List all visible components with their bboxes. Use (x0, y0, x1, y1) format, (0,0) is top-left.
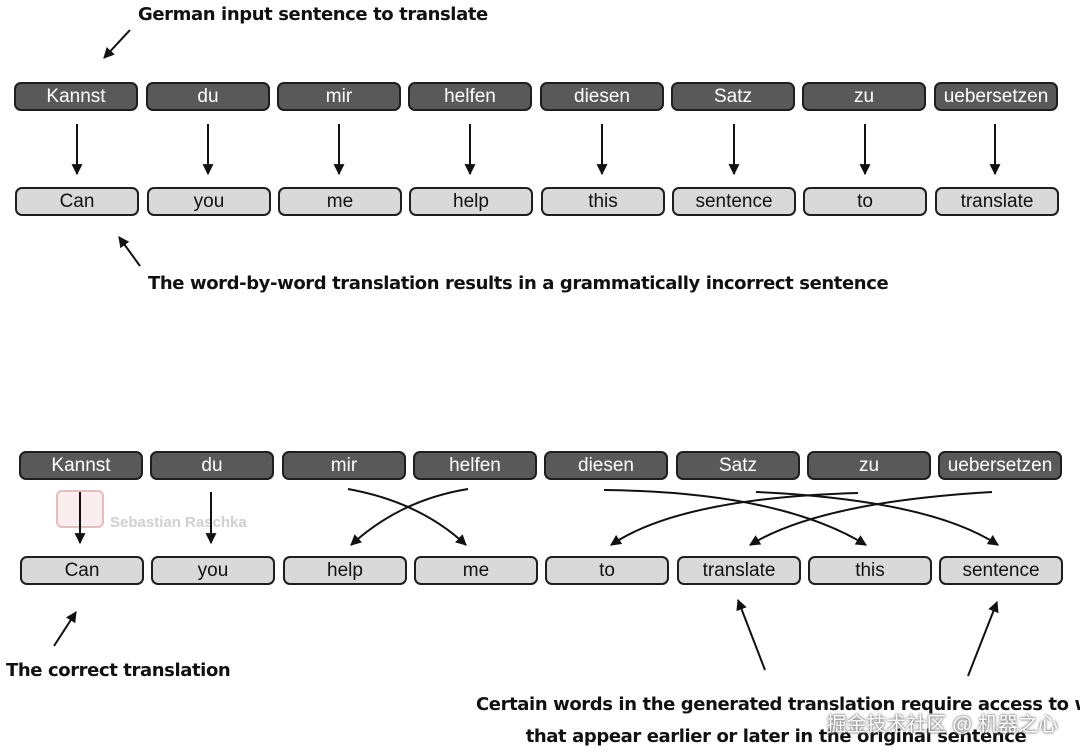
reorder-arrow-mir-me (347, 488, 467, 546)
top-german-word: mir (277, 82, 401, 111)
bottom-english-word: this (808, 556, 932, 585)
top-english-word: to (803, 187, 927, 216)
bottom-english-word: sentence (939, 556, 1063, 585)
bottom-english-word: Can (20, 556, 144, 585)
reorder-arrow-zu-to (610, 492, 859, 546)
correct-translation-pointer (53, 611, 77, 647)
german-input-pointer (103, 29, 131, 59)
bottom-english-word: you (151, 556, 275, 585)
reorder-arrow-helfen-help (350, 488, 469, 546)
footer-watermark: 掘金技术社区 @ 机器之心 (826, 714, 1058, 736)
access-note-line1: Certain words in the generated translati… (476, 694, 1080, 715)
access-pointer-translate (736, 598, 766, 671)
word-by-word-pointer (118, 236, 141, 267)
bottom-english-word: to (545, 556, 669, 585)
top-german-word: Kannst (14, 82, 138, 111)
top-german-word: uebersetzen (934, 82, 1058, 111)
german-input-note: German input sentence to translate (138, 4, 488, 25)
top-english-word: you (147, 187, 271, 216)
top-german-word: Satz (671, 82, 795, 111)
bottom-german-word: zu (807, 451, 931, 480)
top-english-word: translate (935, 187, 1059, 216)
top-german-word: helfen (408, 82, 532, 111)
reorder-arrow-diesen-this (603, 489, 867, 546)
author-watermark: Sebastian Raschka (110, 514, 247, 531)
bottom-german-word: mir (282, 451, 406, 480)
access-pointer-sentence (967, 600, 999, 677)
top-english-word: this (541, 187, 665, 216)
bottom-german-word: du (150, 451, 274, 480)
bottom-english-word: help (283, 556, 407, 585)
bottom-german-word: Satz (676, 451, 800, 480)
word-by-word-note: The word-by-word translation results in … (148, 273, 889, 294)
top-english-word: me (278, 187, 402, 216)
bottom-english-word: translate (677, 556, 801, 585)
top-english-word: help (409, 187, 533, 216)
top-german-word: du (146, 82, 270, 111)
top-german-word: diesen (540, 82, 664, 111)
reorder-arrow-satz-sentence (755, 491, 999, 546)
bottom-german-word: uebersetzen (938, 451, 1062, 480)
bottom-german-word: Kannst (19, 451, 143, 480)
bottom-german-word: helfen (413, 451, 537, 480)
reorder-arrow-uebersetzen-translate (749, 491, 993, 546)
access-note-line2: that appear earlier or later in the orig… (525, 726, 1027, 747)
bottom-german-word: diesen (544, 451, 668, 480)
top-english-word: sentence (672, 187, 796, 216)
top-english-word: Can (15, 187, 139, 216)
top-german-word: zu (802, 82, 926, 111)
correct-translation-note: The correct translation (6, 660, 231, 681)
bottom-english-word: me (414, 556, 538, 585)
